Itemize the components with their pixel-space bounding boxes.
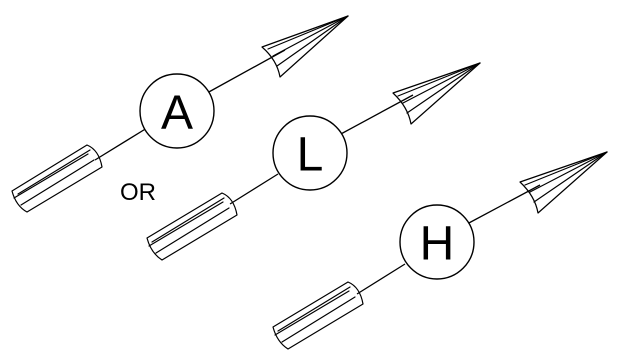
arrow-l-head <box>392 62 481 125</box>
arrow-a-shaft-tail <box>94 127 148 161</box>
arrow-h-head <box>519 151 608 214</box>
arrow-a-letter: A <box>161 87 193 140</box>
arrow-l-shaft-head <box>338 94 414 136</box>
arrow-h-fletching <box>272 281 364 350</box>
arrow-l-fletching <box>146 192 238 261</box>
arrow-h-letter: H <box>420 218 455 271</box>
arrow-a-head <box>261 15 349 78</box>
arrow-a-circle <box>139 73 215 149</box>
arrow-l-shaft-tail <box>229 173 279 205</box>
arrow-l-letter: L <box>297 129 324 182</box>
arrow-l: L <box>146 62 481 261</box>
arrow-h-shaft-tail <box>356 263 406 295</box>
arrow-h: H <box>272 151 608 350</box>
arrow-a-fletching <box>11 144 103 213</box>
arrow-h-circle <box>399 204 475 280</box>
or-label: OR <box>120 179 156 206</box>
arrow-l-circle <box>272 115 348 191</box>
arrow-a: A <box>11 15 349 213</box>
arrow-h-shaft-head <box>466 184 541 225</box>
